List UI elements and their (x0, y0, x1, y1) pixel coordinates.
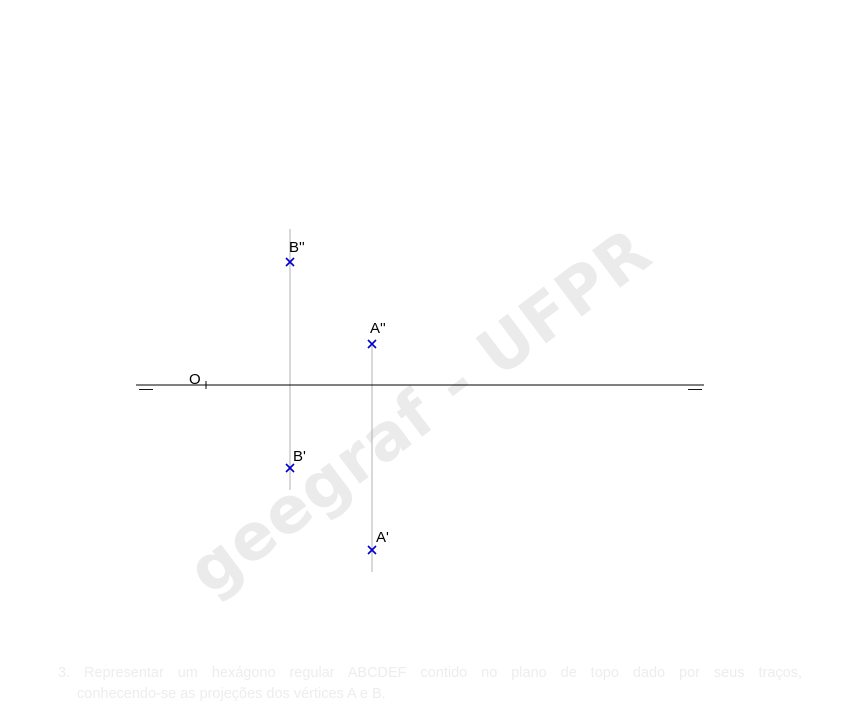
statement-line-2: conhecendo-se as projeções dos vértices … (77, 686, 386, 702)
point-marker (367, 545, 377, 555)
statement-line-1: 3. Representar um hexágono regular ABCDE… (58, 665, 802, 681)
point-a-double-prime: A'' (367, 320, 386, 349)
point-label: B' (293, 448, 306, 465)
point-marker (367, 339, 377, 349)
point-label: A' (376, 529, 389, 546)
point-b-double-prime: B'' (285, 239, 305, 267)
problem-statement: 3. Representar um hexágono regular ABCDE… (58, 663, 802, 705)
point-label: A'' (370, 320, 386, 337)
ground-line-mark-right: — (688, 380, 702, 396)
point-marker (285, 463, 295, 473)
point-a-prime: A' (367, 529, 389, 555)
point-label: B'' (289, 239, 305, 256)
point-b-prime: B' (285, 448, 306, 473)
point-marker (285, 257, 295, 267)
origin-label: O (189, 371, 201, 388)
ground-line-mark-left: — (139, 380, 153, 396)
